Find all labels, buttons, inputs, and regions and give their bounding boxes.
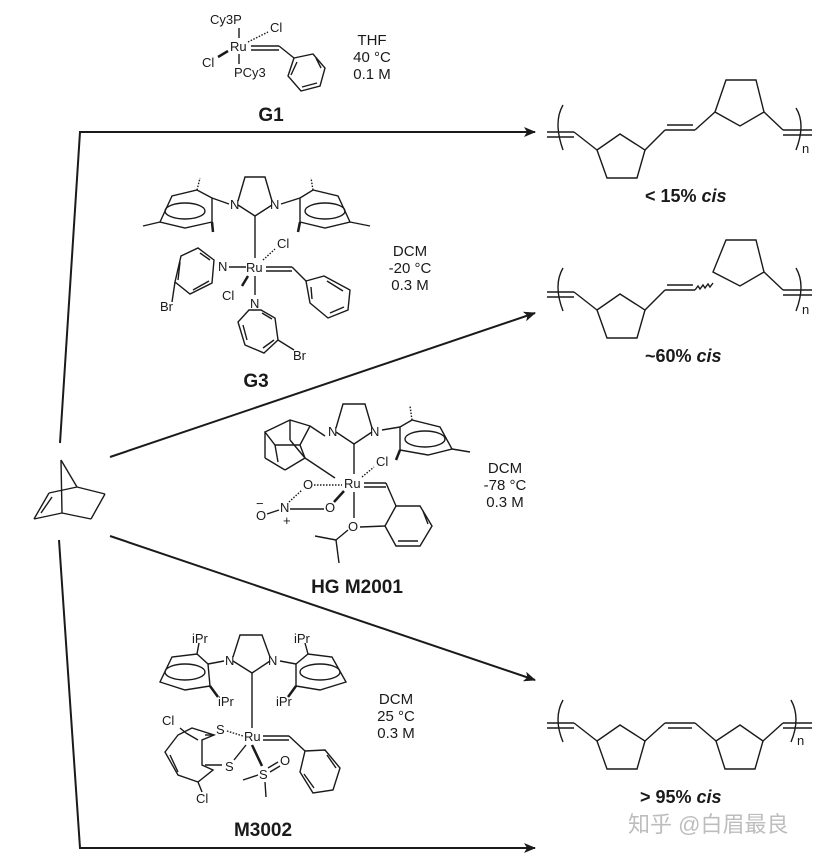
m3002-solvent: DCM — [379, 691, 413, 708]
product-3-repeat: n — [797, 733, 804, 748]
hg-concentration: 0.3 M — [486, 494, 524, 511]
g1-ligand-top: Cy3P — [210, 12, 242, 27]
g1-ligand-bottom: PCy3 — [234, 65, 266, 80]
hg-n-left: N — [328, 424, 337, 439]
m3002-chloro-1: Cl — [162, 713, 174, 728]
g3-temperature: -20 °C — [389, 260, 432, 277]
hg-oxygen-2: O — [325, 500, 335, 515]
product-1-selectivity: < 15% cis — [645, 186, 727, 206]
product-cis-polymer: n > 95% cis — [547, 699, 812, 807]
m3002-oxygen: O — [280, 753, 290, 768]
m3002-ipr-2: iPr — [218, 694, 235, 709]
m3002-sulfur-3: S — [259, 767, 268, 782]
m3002-temperature: 25 °C — [377, 708, 415, 725]
g1-solvent: THF — [357, 32, 386, 49]
product-3-selectivity: > 95% cis — [640, 787, 722, 807]
catalyst-g3: N N Ru Cl Cl N Br N — [142, 176, 432, 392]
hg-n-right: N — [370, 424, 379, 439]
m3002-sulfur-2: S — [225, 759, 234, 774]
m3002-n-left: N — [225, 653, 234, 668]
g3-concentration: 0.3 M — [391, 277, 429, 294]
m3002-concentration: 0.3 M — [377, 725, 415, 742]
g3-solvent: DCM — [393, 243, 427, 260]
hg-m2001-label: HG M2001 — [311, 577, 403, 598]
hg-plus-charge: + — [283, 513, 291, 528]
g1-metal: Ru — [230, 39, 247, 54]
arrow-g1 — [59, 127, 536, 444]
m3002-ipr-1: iPr — [192, 631, 209, 646]
catalyst-g1: Cy3P Ru Cl Cl PCy3 THF 40 °C 0.1 M G1 — [202, 12, 391, 126]
g1-temperature: 40 °C — [353, 49, 391, 66]
m3002-metal: Ru — [244, 729, 261, 744]
product-trans-polymer: n < 15% cis — [547, 79, 812, 206]
arrow-hg-m2001 — [109, 535, 536, 682]
hg-oxygen-3: O — [256, 508, 266, 523]
hg-temperature: -78 °C — [484, 477, 527, 494]
hg-minus-charge: − — [256, 496, 264, 511]
g3-halide-2: Cl — [222, 288, 234, 303]
g3-pyridine-n-1: N — [218, 259, 227, 274]
arrow-g3 — [109, 311, 536, 458]
g3-pyridine-n-2: N — [250, 296, 259, 311]
catalyst-m3002: N N iPr iPr iPr iPr Ru S S Cl Cl — [159, 631, 415, 841]
arrow-m3002 — [58, 539, 536, 853]
g1-label: G1 — [258, 105, 284, 126]
hg-oxygen-4: O — [348, 519, 358, 534]
m3002-label: M3002 — [234, 820, 292, 841]
hg-halide-1: Cl — [376, 454, 388, 469]
catalyst-hg-m2001: N N Ru Cl O O N O − + O DCM -78 — [256, 403, 527, 598]
g3-bromo-2: Br — [293, 348, 307, 363]
hg-oxygen-1: O — [303, 477, 313, 492]
product-mixed-polymer: n ~60% cis — [547, 239, 812, 366]
product-2-selectivity: ~60% cis — [645, 346, 722, 366]
hg-solvent: DCM — [488, 460, 522, 477]
product-2-repeat: n — [802, 302, 809, 317]
norbornene-structure — [33, 459, 106, 520]
g1-concentration: 0.1 M — [353, 66, 391, 83]
m3002-sulfur-1: S — [216, 722, 225, 737]
g3-bromo-1: Br — [160, 299, 174, 314]
g3-n-right: N — [270, 197, 279, 212]
watermark: 知乎 @白眉最良 — [628, 812, 788, 837]
m3002-n-right: N — [268, 653, 277, 668]
m3002-ipr-3: iPr — [294, 631, 311, 646]
m3002-chloro-2: Cl — [196, 791, 208, 806]
g3-label: G3 — [243, 371, 268, 392]
g3-metal: Ru — [246, 260, 263, 275]
hg-nitrogen: N — [280, 500, 289, 515]
m3002-ipr-4: iPr — [276, 694, 293, 709]
g1-halide-2: Cl — [202, 55, 214, 70]
hg-metal: Ru — [344, 476, 361, 491]
g3-halide-1: Cl — [277, 236, 289, 251]
g3-n-left: N — [230, 197, 239, 212]
g1-halide-1: Cl — [270, 20, 282, 35]
product-1-repeat: n — [802, 141, 809, 156]
